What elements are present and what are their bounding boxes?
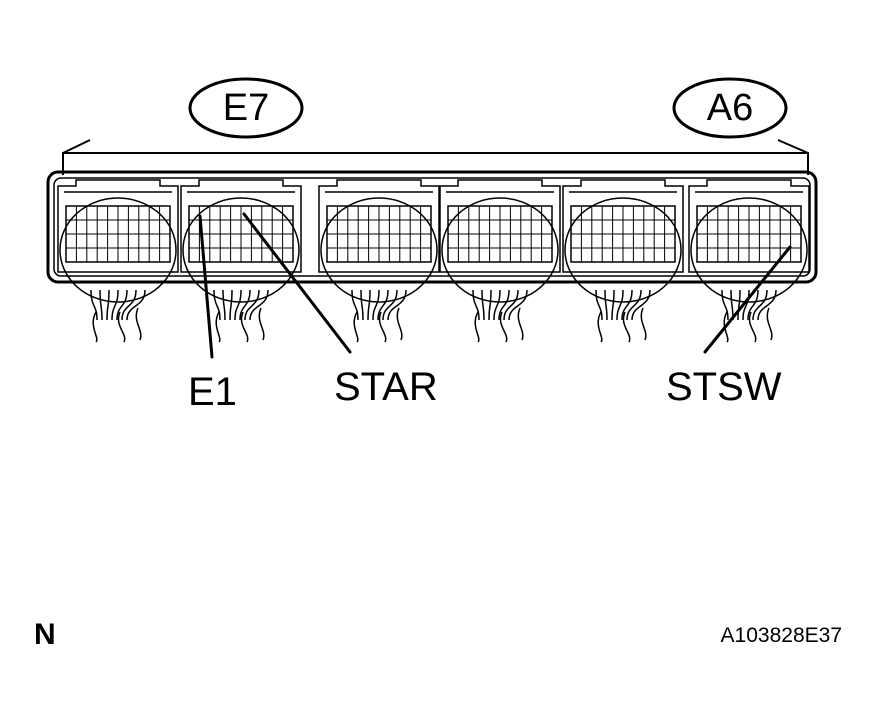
- wire-bundle: [213, 289, 269, 343]
- connector-block: [562, 179, 684, 303]
- figure-code: A103828E37: [720, 624, 842, 647]
- view-marker: N: [34, 618, 56, 651]
- pin-label-stsw: STSW: [666, 365, 782, 409]
- connector-block: [180, 179, 302, 303]
- connector-block: [57, 179, 179, 303]
- connector-badge-e7: [188, 77, 304, 139]
- pin-label-star: STAR: [334, 365, 438, 409]
- leader-lines: [198, 212, 792, 359]
- wire-bundle: [351, 289, 407, 343]
- wire-bundle: [472, 289, 528, 343]
- wire-bundle: [90, 289, 146, 343]
- wire-harness: [90, 289, 777, 343]
- wire-bundle: [595, 289, 651, 343]
- connector-code-e7: E7: [222, 87, 270, 129]
- connector-badge-a6: [672, 77, 788, 139]
- connector-block: [318, 179, 440, 303]
- connector-block: [439, 179, 561, 303]
- wire-bundle: [721, 289, 777, 343]
- connector-code-a6: A6: [706, 87, 754, 129]
- connector-block: [688, 179, 810, 303]
- ecu-housing: [46, 170, 818, 284]
- connector-blocks: [57, 179, 810, 303]
- leader-line-stsw: [703, 245, 792, 354]
- connector-bracket: [62, 139, 809, 175]
- pin-label-e1: E1: [188, 370, 237, 414]
- leader-line-e1: [198, 214, 214, 359]
- leader-line-star: [242, 212, 352, 354]
